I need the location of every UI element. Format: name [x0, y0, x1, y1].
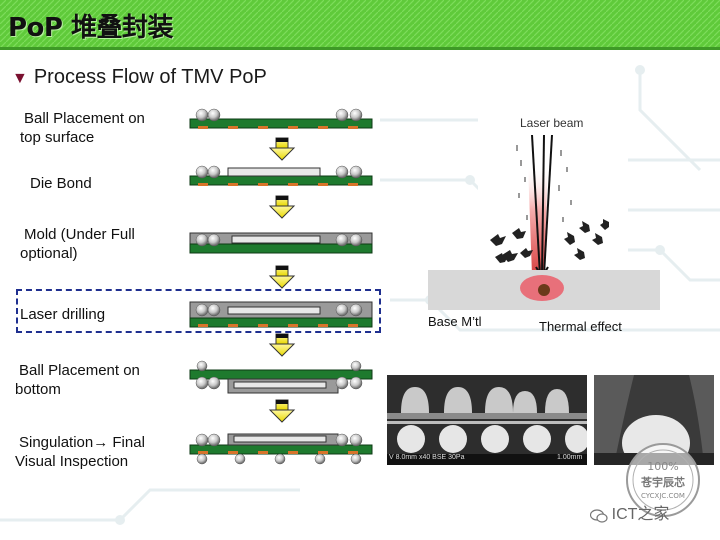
laser-drilling-diagram: Laser beam: [428, 105, 660, 310]
step-1-line2: top surface: [20, 129, 95, 146]
step-3-diagram: [189, 232, 373, 254]
flow-arrow-icon: [269, 265, 295, 289]
flow-arrow-icon: [269, 195, 295, 219]
page-title: PoP 堆叠封装: [8, 13, 174, 43]
wechat-account: ICT之家: [611, 506, 670, 523]
section-heading-text: Process Flow of TMV PoP: [33, 66, 267, 88]
sem-caption-left: V 8.0mm x40 BSE 30Pa: [389, 454, 465, 461]
watermark-site: CYCXJC.COM: [641, 492, 685, 500]
watermark-brand: 苍宇辰芯: [640, 475, 685, 489]
step-5-label: Ball Placement on bottom: [15, 361, 140, 399]
step-6-line1: Singulation→ Final: [19, 434, 145, 451]
step-2-label: Die Bond: [30, 174, 92, 193]
thermal-effect-label: Thermal effect: [539, 319, 622, 334]
step-3-label: Mold (Under Full optional): [20, 225, 135, 263]
base-material-label: Base M’tl: [428, 314, 482, 329]
step-4-label: Laser drilling: [20, 305, 105, 324]
step-5-line2: bottom: [15, 381, 61, 398]
flow-arrow-icon: [269, 333, 295, 357]
flow-arrow-icon: [269, 137, 295, 161]
header-pattern: [0, 0, 720, 50]
step-1-line1: Ball Placement on: [24, 110, 145, 127]
step-1-diagram: [189, 108, 373, 129]
title-bar: PoP 堆叠封装: [0, 0, 720, 50]
step-6-diagram: [189, 433, 373, 465]
step-5-line1: Ball Placement on: [19, 362, 140, 379]
bullet-triangle-icon: ▼: [12, 70, 28, 87]
sem-caption-right: 1.00mm: [557, 454, 583, 461]
sem-cross-section-photo: V 8.0mm x40 BSE 30Pa 1.00mm: [387, 375, 587, 465]
wechat-icon: [589, 508, 608, 523]
step-2-diagram: [189, 165, 373, 186]
watermark-percent: 100%: [647, 460, 678, 473]
step-6-line2: Visual Inspection: [15, 453, 129, 470]
step-5-diagram: [189, 360, 373, 394]
watermark-stamp: 100% 苍宇辰芯 CYCXJC.COM: [626, 443, 700, 517]
step-3-line2: optional): [20, 245, 78, 262]
step-4-line1: Laser drilling: [20, 306, 106, 323]
step-2-line1: Die Bond: [30, 175, 92, 192]
step-1-label: Ball Placement on top surface: [20, 109, 145, 147]
debris-arrows: [490, 219, 609, 263]
wechat-source: ICT之家: [589, 500, 670, 524]
flow-arrow-icon: [269, 399, 295, 423]
laser-drilling-highlight-box: [16, 289, 381, 333]
process-flow-diagram: [189, 108, 373, 465]
step-3-line1: Mold (Under Full: [24, 226, 135, 243]
laser-beam-label: Laser beam: [520, 116, 583, 130]
section-heading: ▼ Process Flow of TMV PoP: [12, 66, 267, 89]
step-4-diagram: [189, 301, 373, 328]
step-6-label: Singulation→ Final Visual Inspection: [15, 433, 145, 471]
